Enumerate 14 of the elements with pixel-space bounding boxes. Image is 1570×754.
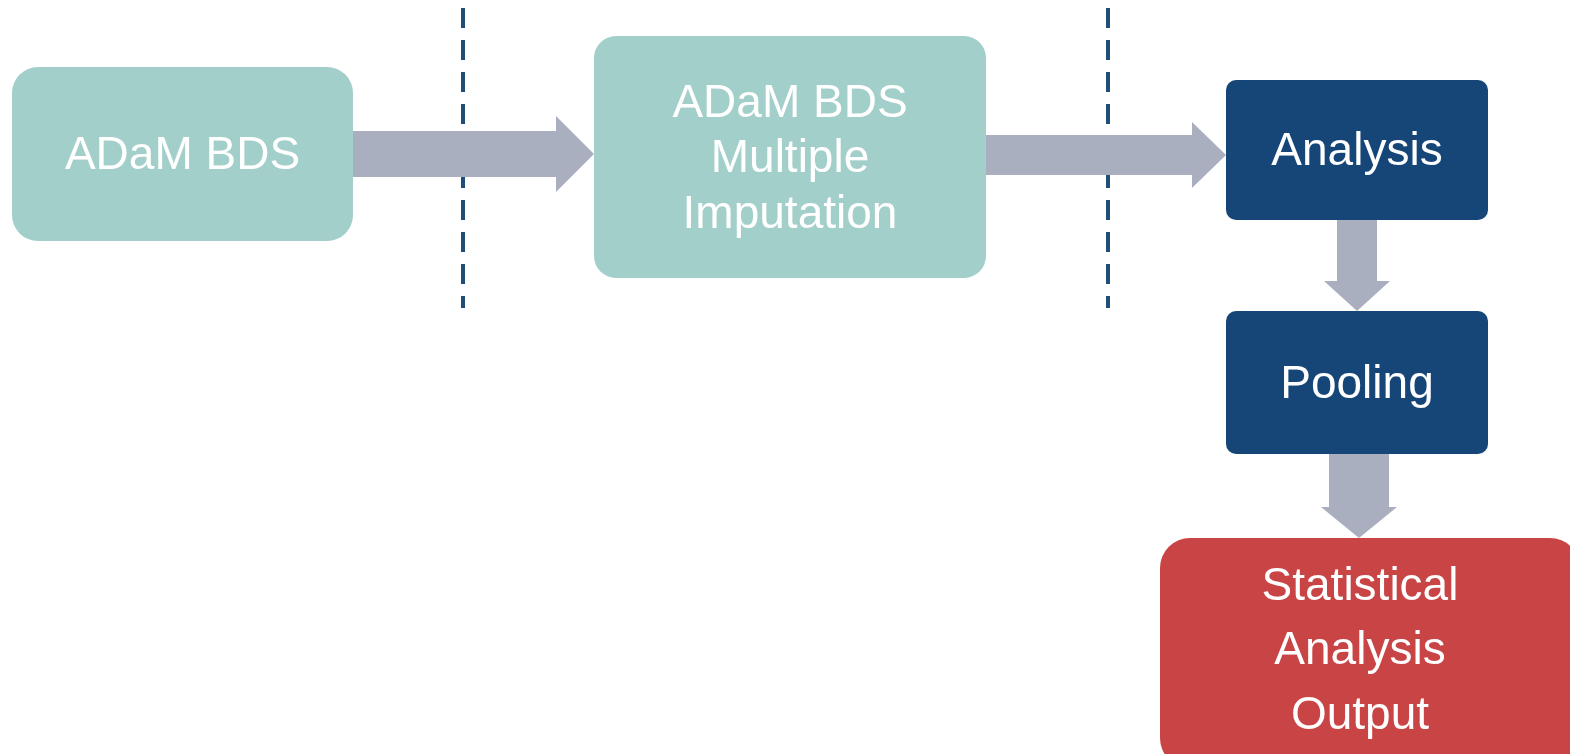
process-box: [1226, 311, 1488, 454]
process-box: [12, 67, 353, 241]
box-label: ADaM BDS: [64, 126, 301, 182]
box-label: ADaM BDS Multiple Imputation: [671, 74, 909, 240]
block-arrow: [1324, 220, 1390, 311]
block-arrow: [353, 116, 594, 192]
process-box: [1226, 80, 1488, 220]
block-arrow: [1321, 454, 1397, 538]
box-label: Analysis: [1271, 122, 1443, 178]
box-label: Statistical Analysis Output: [1260, 557, 1460, 741]
block-arrow: [986, 122, 1226, 188]
box-label: Pooling: [1280, 354, 1434, 410]
process-box: [1160, 538, 1570, 754]
process-box: [594, 36, 986, 278]
